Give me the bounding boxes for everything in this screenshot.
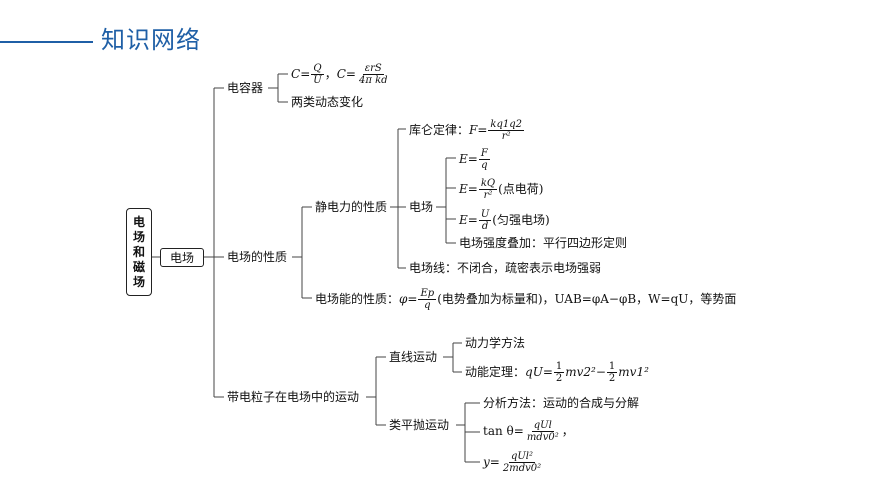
dynamic-change: 两类动态变化 — [291, 95, 364, 109]
capacitor-node: 电容器 — [227, 81, 264, 95]
root-node: 电场和磁场 — [126, 208, 152, 296]
field-subnode: 电场 — [409, 200, 434, 214]
field-lines: 电场线：不闭合，疏密表示电场强弱 — [409, 261, 602, 275]
page-title: 知识网络 — [101, 26, 201, 54]
field-node: 电场 — [160, 248, 204, 267]
analysis-method: 分析方法：运动的合成与分解 — [483, 396, 640, 410]
linear-motion: 直线运动 — [389, 350, 438, 364]
motion-node: 带电粒子在电场中的运动 — [227, 390, 360, 404]
dynamics-method: 动力学方法 — [465, 336, 526, 350]
field-superposition: 电场强度叠加：平行四边形定则 — [459, 236, 628, 250]
properties-node: 电场的性质 — [227, 250, 288, 264]
header-rule — [0, 41, 93, 43]
force-node: 静电力的性质 — [315, 200, 388, 214]
projectile-motion: 类平抛运动 — [389, 418, 450, 432]
